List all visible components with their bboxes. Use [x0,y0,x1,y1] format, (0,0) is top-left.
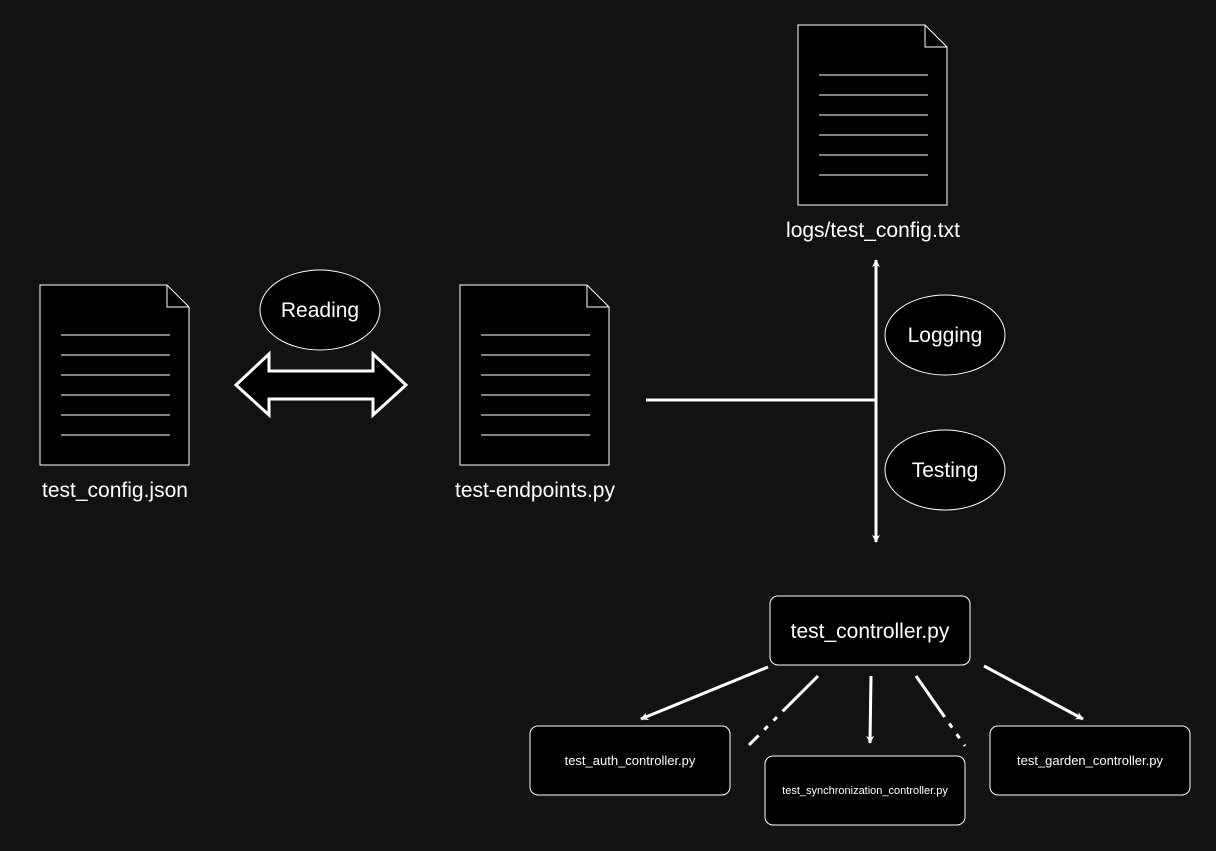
auth-controller-box [529,725,731,796]
endpoints-file-node[interactable]: test-endpoints.py [455,284,615,502]
garden-controller-label: test_garden_controller.py [1017,753,1163,768]
controller-node[interactable]: test_controller.py [769,595,971,666]
auth-dashed-connector [747,674,820,747]
garden-controller-node[interactable]: test_garden_controller.py [989,725,1191,796]
document-icon [797,24,948,206]
reading-ellipse [259,269,381,351]
sync-controller-label: test_synchronization_controller.py [782,785,948,797]
document-icon [459,284,610,466]
garden-dashed-connector [914,675,967,747]
logging-ellipse [884,294,1006,376]
endpoints-file-label: test-endpoints.py [455,479,615,502]
config-file-label: test_config.json [42,479,188,502]
logging-label: Logging [908,324,983,347]
logs-file-node[interactable]: logs/test_config.txt [786,24,960,242]
sync-arrow [866,675,875,744]
controller-label: test_controller.py [791,620,950,643]
sync-controller-box [764,755,966,826]
testing-relation[interactable]: Testing [884,429,1006,511]
garden-arrow [983,664,1084,721]
testing-ellipse [884,429,1006,511]
config-file-node[interactable]: test_config.json [39,284,190,502]
document-icon [39,284,190,466]
controller-box [769,595,971,666]
logging-relation[interactable]: Logging [884,294,1006,376]
reading-relation[interactable]: Reading [259,269,381,351]
garden-controller-box [989,725,1191,796]
sync-controller-node[interactable]: test_synchronization_controller.py [764,755,966,826]
auth-arrow [640,665,769,721]
bidirectional-arrow [233,350,409,419]
auth-controller-node[interactable]: test_auth_controller.py [529,725,731,796]
logs-file-label: logs/test_config.txt [786,219,960,242]
testing-label: Testing [912,459,979,482]
auth-controller-label: test_auth_controller.py [565,753,696,768]
reading-label: Reading [281,299,359,322]
